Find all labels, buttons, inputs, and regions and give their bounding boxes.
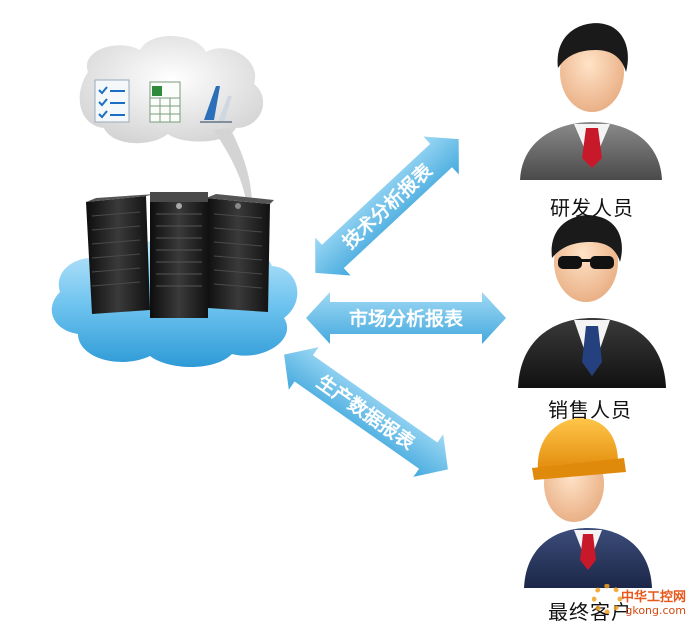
watermark-brand: 中华工控网 — [620, 590, 686, 605]
document-checklist-icon — [94, 79, 130, 123]
sales-person-avatar — [518, 215, 666, 388]
arrow-tech-report: 技术分析报表 — [315, 136, 459, 276]
customer-person-avatar — [524, 418, 652, 588]
arrow-label-market: 市场分析报表 — [349, 307, 464, 330]
arrow-label-tech: 技术分析报表 — [338, 158, 438, 253]
arrow-label-production: 生产数据报表 — [312, 370, 419, 455]
chart-document-icon — [200, 86, 232, 123]
spreadsheet-icon — [149, 81, 181, 123]
watermark-url: gkong.com — [625, 604, 686, 617]
watermark-url-box: gkong.com — [625, 604, 686, 617]
watermark-logo: 中华工控网 — [621, 586, 686, 605]
label-sales: 销售人员 — [548, 398, 632, 422]
server-tower-center — [150, 192, 208, 318]
server-tower-left — [86, 194, 156, 314]
server-tower-right — [206, 194, 274, 312]
arrow-market-report: 市场分析报表 — [306, 292, 506, 344]
watermark-gear-icon — [592, 584, 622, 614]
rd-person-avatar — [520, 23, 662, 180]
label-rd: 研发人员 — [550, 196, 634, 220]
arrow-production-report: 生产数据报表 — [284, 347, 448, 477]
